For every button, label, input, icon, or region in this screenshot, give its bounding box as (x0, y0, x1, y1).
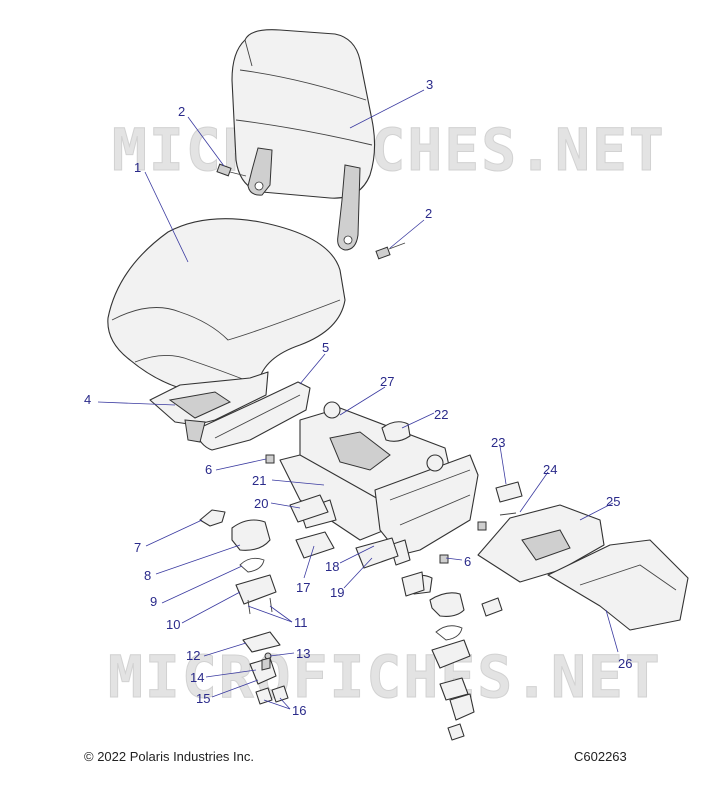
callout-13: 13 (296, 646, 310, 661)
callout-14: 14 (190, 670, 204, 685)
callout-24: 24 (543, 462, 557, 477)
bolt-part (216, 163, 406, 260)
callout-1: 1 (134, 160, 141, 175)
callout-17: 17 (296, 580, 310, 595)
callout-7: 7 (134, 540, 141, 555)
callout-2: 2 (178, 104, 185, 119)
callout-3: 3 (426, 77, 433, 92)
callout-5: 5 (322, 340, 329, 355)
callout-12: 12 (186, 648, 200, 663)
callout-11: 11 (294, 615, 308, 630)
callout-27: 27 (380, 374, 394, 389)
callout-20: 20 (254, 496, 268, 511)
callout-6: 6 (464, 554, 471, 569)
callout-2: 2 (425, 206, 432, 221)
cover-parts (477, 504, 689, 631)
callout-15: 15 (196, 691, 210, 706)
callout-6: 6 (205, 462, 212, 477)
backrest-part (231, 29, 376, 251)
seat-cushion-part (107, 218, 346, 396)
callout-8: 8 (144, 568, 151, 583)
callout-18: 18 (325, 559, 339, 574)
callout-26: 26 (618, 656, 632, 671)
seat-base-bracket-part (149, 371, 311, 451)
callout-22: 22 (434, 407, 448, 422)
hardware-parts (199, 421, 523, 741)
callout-21: 21 (252, 473, 266, 488)
callout-19: 19 (330, 585, 344, 600)
callout-4: 4 (84, 392, 91, 407)
figure-code: C602263 (574, 749, 627, 764)
callout-23: 23 (491, 435, 505, 450)
callout-25: 25 (606, 494, 620, 509)
callout-labels: 1 2 2 3 4 5 6 6 7 8 9 10 11 12 13 14 15 … (84, 77, 632, 718)
callout-16: 16 (292, 703, 306, 718)
seat-frame-part (279, 401, 479, 566)
watermark-top: MICROFICHES.NET (112, 116, 666, 184)
watermark-bottom: MICROFICHES.NET (108, 643, 662, 711)
callout-10: 10 (166, 617, 180, 632)
leader-lines (97, 89, 619, 710)
copyright-text: © 2022 Polaris Industries Inc. (84, 749, 254, 764)
callout-9: 9 (150, 594, 157, 609)
